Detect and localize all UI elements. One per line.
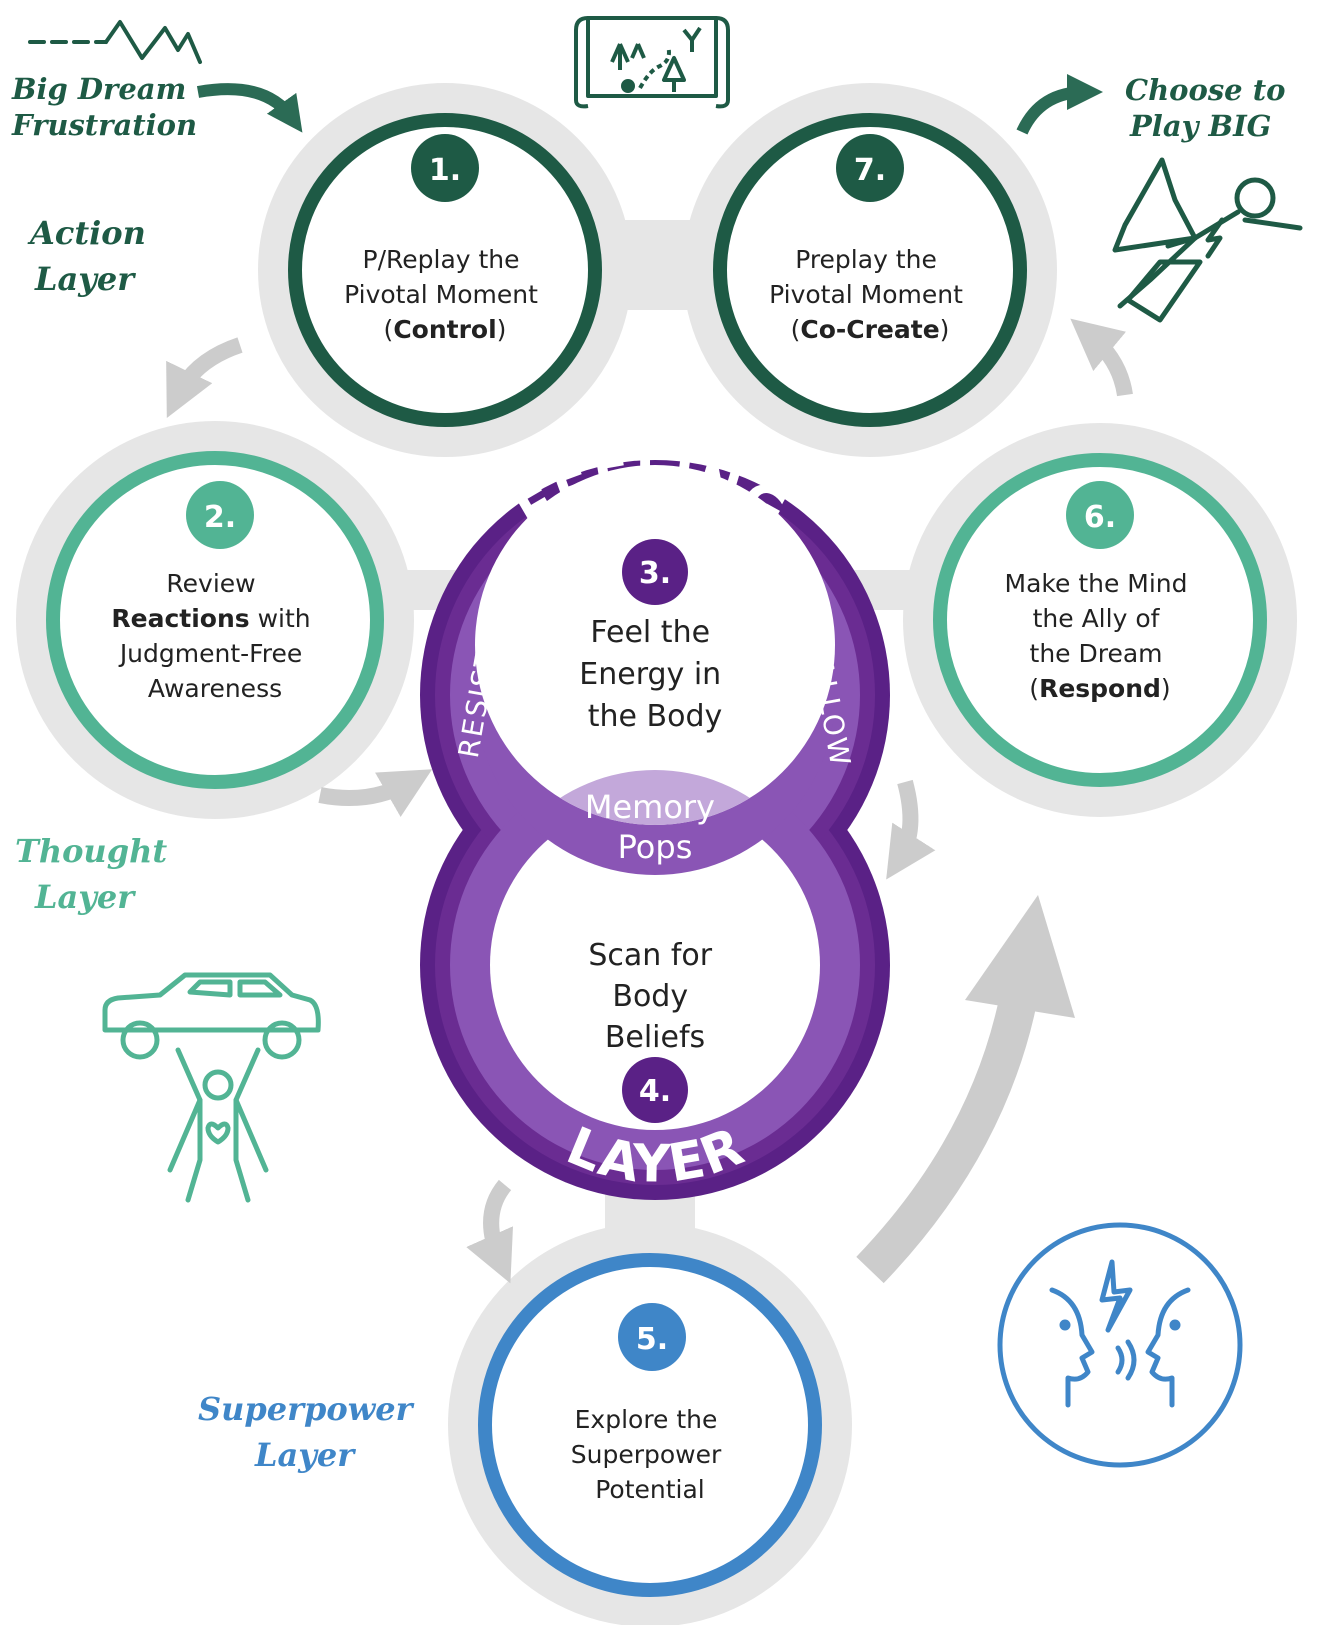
step-7-number: 7.	[854, 153, 886, 188]
choose-to-play-big-label: Choose to Play BIG	[1125, 73, 1296, 143]
step-4-number: 4.	[639, 1074, 671, 1109]
step-1-text: P/Replay the Pivotal Moment (Control)	[344, 245, 546, 344]
step-1-circle	[288, 113, 602, 427]
flow-arrow-5-to-6	[856, 976, 1041, 1284]
superpower-layer-label: Superpower Layer	[198, 1390, 424, 1474]
big-dream-frustration-label: Big Dream Frustration	[11, 72, 197, 142]
step-7-circle	[713, 113, 1027, 427]
step-5-text: Explore the Superpower Potential	[571, 1405, 729, 1504]
step-6-circle	[933, 453, 1267, 787]
flow-arrows	[166, 318, 1133, 1284]
number-badges: 1. 7. 2. 6. 3. 4. 5.	[186, 134, 1134, 1371]
step-4-text: Scan for Body Beliefs	[588, 938, 721, 1055]
flow-arrow-5-to-6-head	[965, 895, 1075, 1018]
flow-arrow-6-to-7	[1070, 318, 1133, 397]
thought-layer-label: Thought Layer	[15, 832, 178, 916]
action-layer-label: Action Layer	[27, 214, 157, 298]
start-arrow	[196, 83, 303, 133]
flying-superhero-icon	[1112, 157, 1303, 323]
step-6-number: 6.	[1084, 500, 1116, 535]
feeling-layer	[420, 460, 890, 1200]
step-circles	[46, 113, 1267, 1597]
step-3-text: Feel the Energy in the Body	[579, 615, 730, 734]
flow-arrow-4-to-5	[466, 1179, 514, 1284]
hero-lifting-car-icon	[102, 972, 321, 1203]
gray-rings	[16, 83, 1297, 1625]
step-6-text: Make the Mind the Ally of the Dream (Res…	[1005, 569, 1196, 703]
step-2-text: Review Reactions with Judgment-Free Awar…	[111, 569, 318, 703]
memory-pops-label: Memory Pops	[585, 788, 725, 866]
step-2-number: 2.	[204, 500, 236, 535]
flow-arrow-2-to-3	[318, 769, 433, 817]
step-5-number: 5.	[636, 1322, 668, 1357]
two-faces-talking-icon	[997, 1222, 1243, 1468]
step-2-circle	[46, 451, 384, 789]
step-1-number: 1.	[429, 153, 461, 188]
step-7-text: Preplay the Pivotal Moment (Co-Create)	[769, 245, 971, 344]
end-arrow	[1016, 74, 1103, 135]
step-5-circle	[478, 1253, 822, 1597]
flow-arrow-1-to-2	[166, 337, 243, 419]
flow-arrow-3-to-4	[886, 779, 936, 880]
step-3-number: 3.	[639, 556, 671, 591]
zigzag-frustration-icon	[28, 20, 202, 64]
map-icon	[574, 16, 730, 109]
